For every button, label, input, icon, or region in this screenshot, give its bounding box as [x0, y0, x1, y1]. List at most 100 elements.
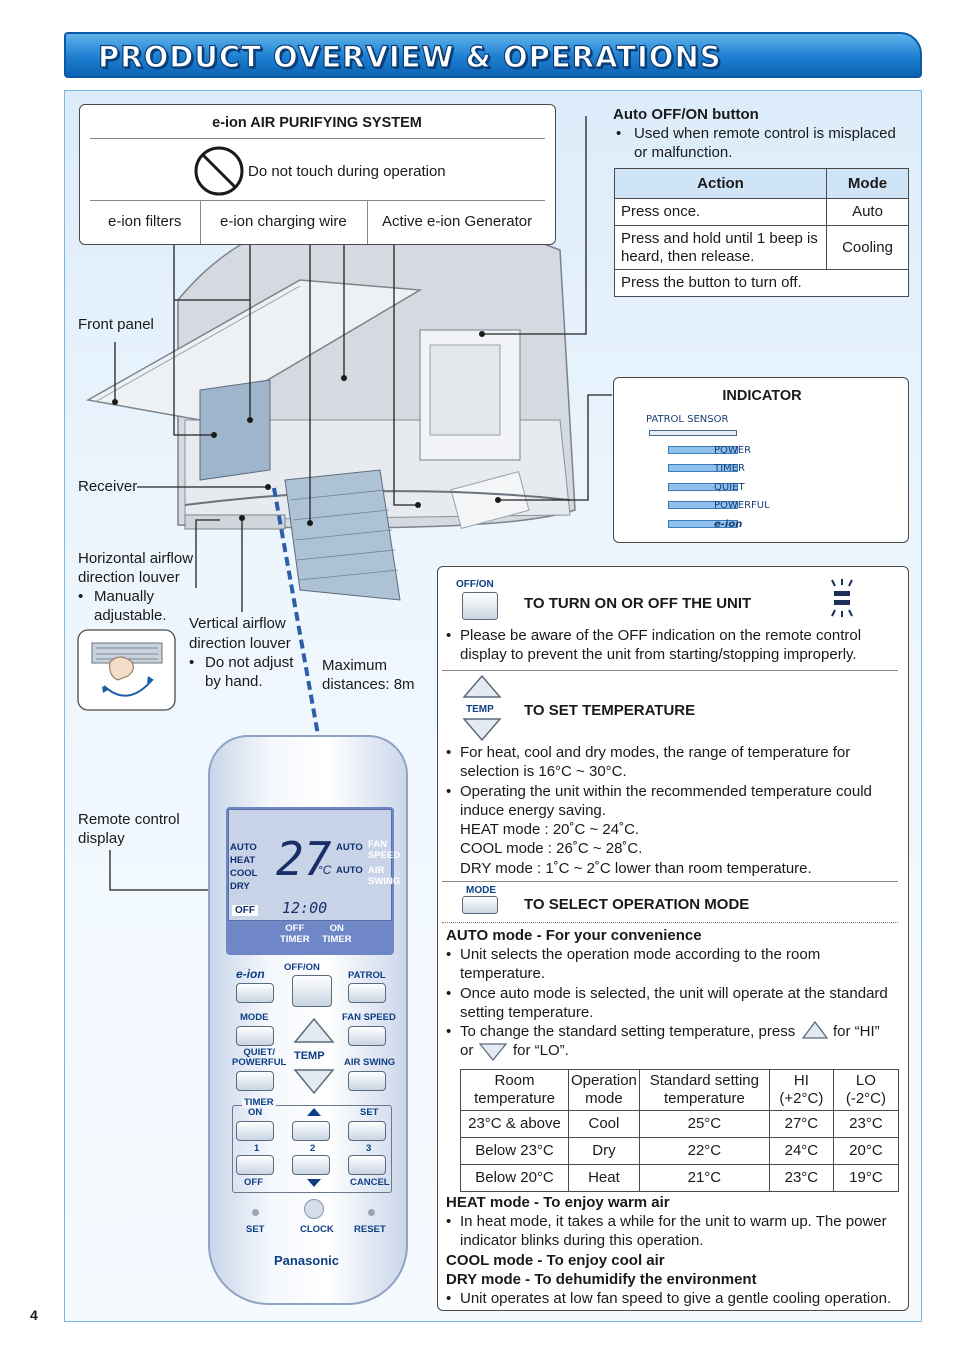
auto-button-table: Action Mode Press once. Auto Press and h…	[614, 168, 909, 297]
eion-generator-label: Active e-ion Generator	[382, 213, 533, 230]
auto-note-2: Once auto mode is selected, the unit wil…	[446, 984, 896, 1023]
remote-temp-unit: °C	[318, 863, 332, 877]
auto-mode-table: Room temperature Operation mode Standard…	[460, 1069, 900, 1192]
remote-offon-button[interactable]	[292, 975, 332, 1007]
temp-title: TO SET TEMPERATURE	[524, 702, 696, 719]
timer-down-icon	[307, 1179, 321, 1187]
eion-button[interactable]	[236, 983, 274, 1003]
clock-button[interactable]	[304, 1199, 324, 1219]
timer-down-button[interactable]	[292, 1155, 330, 1175]
table-row: Press the button to turn off.	[614, 269, 909, 297]
off-indicator: OFF	[232, 905, 258, 916]
remote-display-label: Remote control	[78, 811, 180, 828]
horizontal-louver-note-2: adjustable.	[94, 607, 167, 624]
temp-cool-range: COOL mode : 26˚C ~ 28˚C.	[460, 840, 643, 858]
temp-heat-range: HEAT mode : 20˚C ~ 24˚C.	[460, 821, 640, 839]
powerful-led-label: POWERFUL	[714, 500, 770, 511]
lo-down-icon	[478, 1043, 508, 1062]
temp-down-icon	[462, 718, 502, 742]
patrol-button[interactable]	[348, 983, 386, 1003]
auto-note-1: Unit selects the operation mode accordin…	[446, 945, 896, 984]
no-touch-icon	[194, 146, 244, 196]
indicator-box: INDICATOR PATROL SENSOR POWER TIMER QUIE…	[613, 377, 909, 543]
auto-mode-heading: AUTO mode - For your convenience	[446, 927, 702, 944]
table-row: Press once. Auto	[614, 198, 909, 226]
fan-speed-button[interactable]	[348, 1026, 386, 1046]
table-row: Press and hold until 1 beep is heard, th…	[614, 225, 909, 270]
dry-mode-heading: DRY mode - To dehumidify the environment	[446, 1271, 757, 1288]
temp-down-button[interactable]	[292, 1067, 336, 1097]
eion-led-label: e-ion	[714, 519, 743, 530]
timer-on-button[interactable]	[236, 1121, 274, 1141]
air-swing-button[interactable]	[348, 1071, 386, 1091]
receiver-label: Receiver	[78, 478, 138, 495]
leader-lines	[109, 116, 612, 891]
horizontal-louver-note: Manually	[94, 588, 155, 605]
quiet-led	[668, 483, 738, 491]
timer-up-icon	[307, 1108, 321, 1116]
page-title: PRODUCT OVERVIEW & OPERATIONS	[97, 39, 722, 74]
mode-header: Mode	[826, 168, 909, 199]
max-distance-label: Maximum	[322, 657, 388, 674]
timer-up-button[interactable]	[292, 1121, 330, 1141]
timer-cancel-button[interactable]	[348, 1155, 386, 1175]
louver-hand-illustration	[77, 629, 176, 711]
timer-group	[232, 1105, 392, 1193]
vertical-louver-label: Vertical airflow	[189, 615, 286, 632]
dry-mode-note: Unit operates at low fan speed to give a…	[446, 1289, 901, 1309]
remote-mode-button[interactable]	[236, 1026, 274, 1046]
vertical-louver-note: Do not adjust	[205, 654, 294, 671]
timer-set-button[interactable]	[348, 1121, 386, 1141]
heat-mode-note: In heat mode, it takes a while for the u…	[446, 1212, 896, 1251]
change-note: To change the standard setting temperatu…	[460, 1023, 796, 1040]
eion-system-box: e-ion AIR PURIFYING SYSTEM Do not touch …	[79, 104, 556, 245]
auto-button-note: Used when remote control is misplaced	[634, 125, 896, 142]
title-banner: PRODUCT OVERVIEW & OPERATIONS	[64, 32, 922, 78]
brand-logo: Panasonic	[274, 1253, 340, 1268]
vertical-louver-label-2: direction louver	[189, 635, 291, 652]
heat-mode-heading: HEAT mode - To enjoy warm air	[446, 1194, 670, 1211]
quiet-led-label: QUIET	[714, 482, 745, 493]
mode-button-icon	[462, 896, 498, 914]
hi-up-icon	[801, 1020, 829, 1039]
eion-title: e-ion AIR PURIFYING SYSTEM	[212, 115, 422, 131]
set-pinhole[interactable]	[252, 1209, 259, 1216]
remote-temp-readout: 27	[276, 832, 332, 886]
offon-button-icon	[462, 592, 498, 620]
remote-lcd	[228, 809, 392, 921]
patrol-sensor-label: PATROL SENSOR	[646, 414, 729, 425]
eion-led	[668, 520, 738, 528]
air-conditioner-unit	[85, 209, 576, 601]
power-led-label: POWER	[714, 445, 752, 456]
mode-title: TO SELECT OPERATION MODE	[524, 896, 750, 913]
auto-button-title: Auto OFF/ON button	[613, 106, 759, 123]
reset-pinhole[interactable]	[368, 1209, 375, 1216]
temp-note-1: For heat, cool and dry modes, the range …	[446, 743, 896, 782]
timer-led	[668, 464, 738, 472]
max-distance-label-2: distances: 8m	[322, 676, 415, 693]
remote-clock: 12:00	[282, 899, 328, 917]
action-header: Action	[614, 168, 827, 199]
no-touch-warning: Do not touch during operation	[248, 163, 446, 180]
timer-led-label: TIMER	[714, 463, 745, 474]
cool-mode-heading: COOL mode - To enjoy cool air	[446, 1252, 665, 1269]
temp-up-icon	[462, 674, 502, 698]
remote-display-label-2: display	[78, 830, 125, 847]
patrol-sensor-bar	[649, 430, 737, 436]
power-led	[668, 446, 738, 454]
indicator-title: INDICATOR	[722, 388, 802, 404]
temp-dry-range: DRY mode : 1˚C ~ 2˚C lower than room tem…	[460, 859, 812, 877]
front-panel-label: Front panel	[78, 316, 154, 333]
eion-filters-label: e-ion filters	[108, 213, 182, 230]
temp-note-2: Operating the unit within the recommende…	[446, 782, 896, 821]
onoff-title: TO TURN ON OR OFF THE UNIT	[524, 595, 752, 612]
quiet-powerful-button[interactable]	[236, 1071, 274, 1091]
horizontal-louver-label: Horizontal airflow	[78, 550, 194, 567]
timer-off-button[interactable]	[236, 1155, 274, 1175]
blink-indicator-icon	[831, 579, 853, 617]
temp-up-button[interactable]	[292, 1015, 336, 1045]
